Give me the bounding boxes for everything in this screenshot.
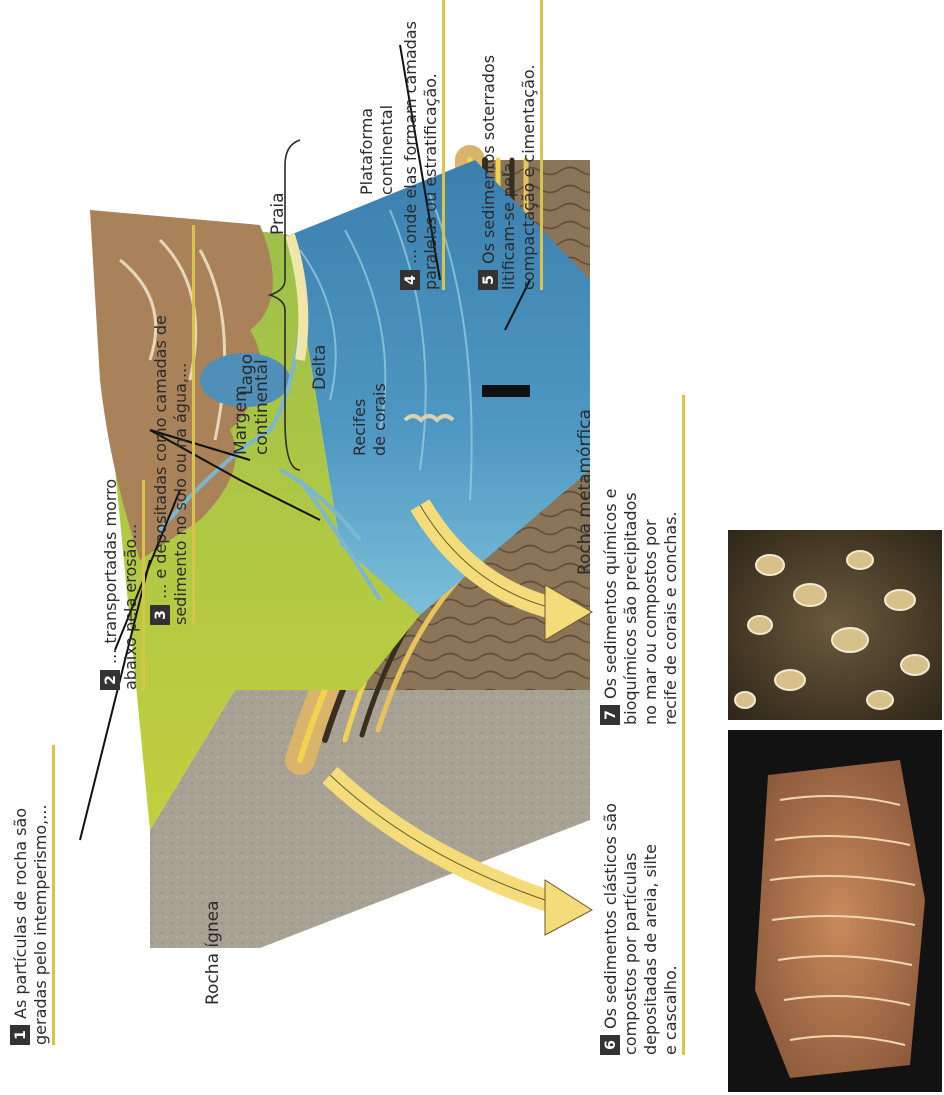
callout-underline (192, 225, 195, 625)
step-text: Os sedimentos clásticos sãocompostos por… (601, 803, 680, 1055)
label-rocha-ignea: Rocha ígnea (203, 900, 223, 1005)
step-number: 3 (153, 610, 169, 620)
step-number: 7 (603, 710, 619, 720)
photo-chemical-limestone (728, 530, 942, 720)
label-delta: Delta (310, 345, 330, 390)
callout-1: 1As partículas de rocha sãogeradas pelo … (10, 745, 55, 1045)
callout-5: 5Os sedimentos soterradoslitificam-se pe… (478, 0, 543, 290)
callout-underline (682, 725, 685, 1055)
callout-underline (540, 0, 543, 290)
label-praia: Praia (268, 193, 288, 236)
label-recifes: Recifes de corais (350, 383, 389, 456)
step-number: 4 (403, 275, 419, 285)
callout-6: 6Os sedimentos clásticos sãocompostos po… (600, 725, 685, 1055)
step-number: 5 (481, 275, 497, 285)
callout-underline (52, 745, 55, 1045)
step-number: 2 (103, 675, 119, 685)
step-number: 1 (13, 1030, 29, 1040)
callout-underline (442, 0, 445, 290)
step-text: As partículas de rocha sãogeradas pelo i… (11, 805, 50, 1045)
label-rocha-metamorfica: Rocha metamórfica (575, 409, 595, 575)
step-text: Os sedimentos soterradoslitificam-se pel… (479, 55, 538, 290)
callout-7: 7Os sedimentos químicos ebioquímicos são… (600, 395, 685, 725)
label-plataforma: Plataforma continental (357, 103, 396, 195)
callout-4: 4... onde elas formam camadasparalelas o… (400, 0, 445, 290)
step-text: Os sedimentos químicos ebioquímicos são … (601, 489, 680, 725)
callout-underline (142, 480, 145, 690)
step-number: 6 (603, 1040, 619, 1050)
photo-clastic-sandstone (728, 730, 942, 1092)
step-text: ... onde elas formam camadasparalelas ou… (401, 21, 440, 290)
callout-underline (682, 395, 685, 725)
lithified-block (482, 385, 530, 397)
